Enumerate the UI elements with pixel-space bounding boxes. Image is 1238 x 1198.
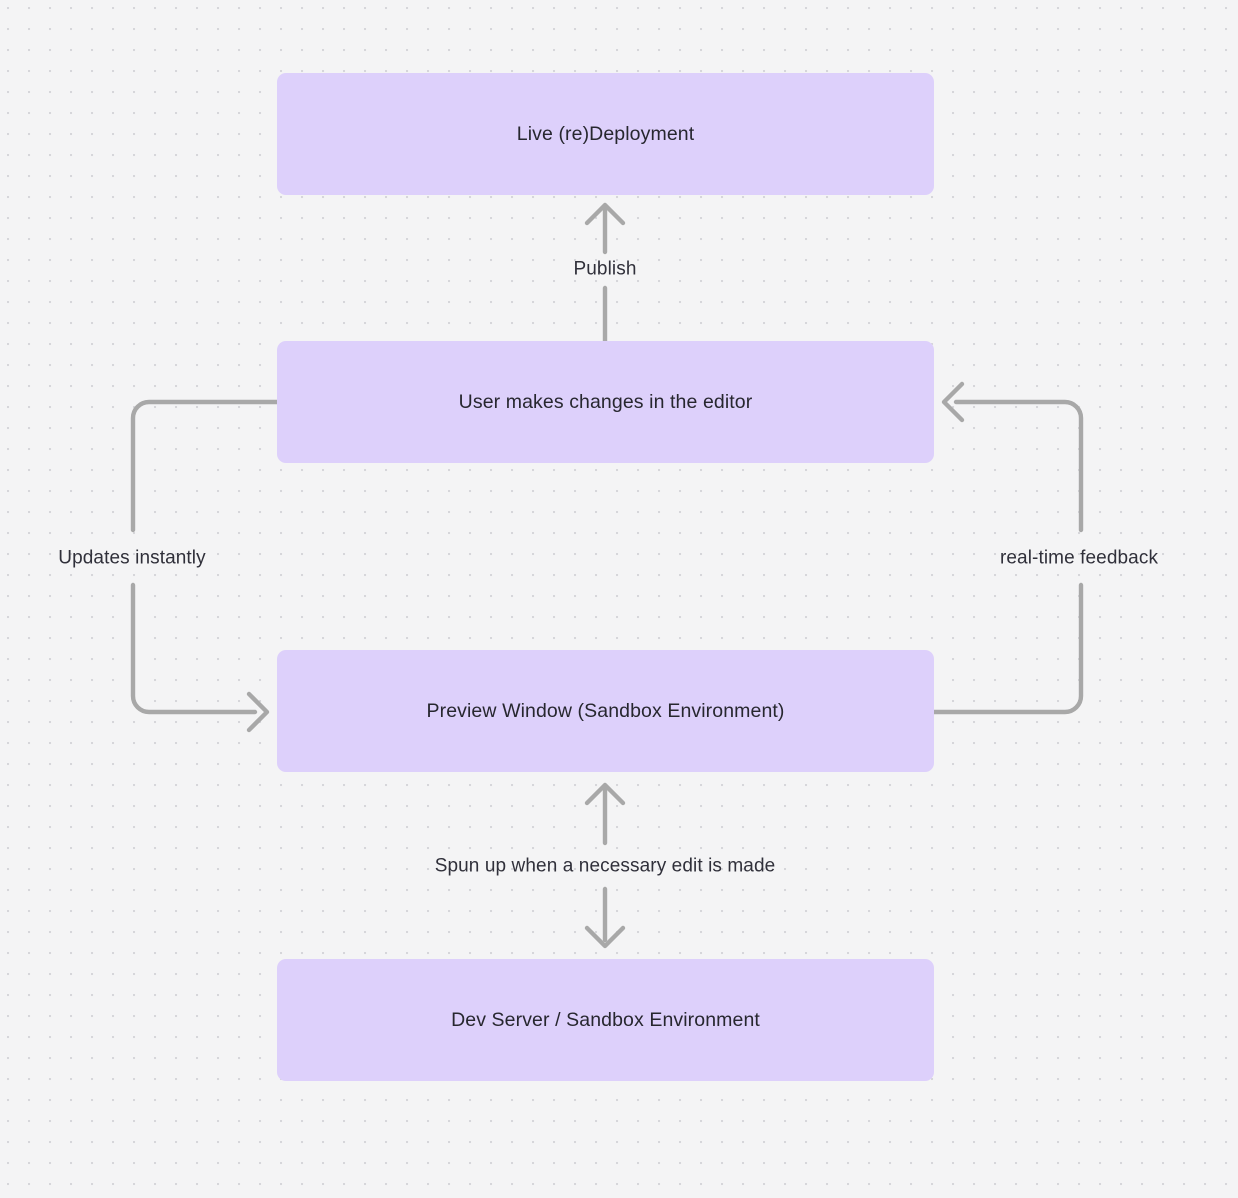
node-dev-server[interactable]: Dev Server / Sandbox Environment [277,959,934,1081]
node-live-deployment[interactable]: Live (re)Deployment [277,73,934,195]
edge-label-spun-up: Spun up when a necessary edit is made [434,855,776,877]
edge-label-real-time-feedback: real-time feedback [999,547,1159,569]
edge-label-updates-instantly: Updates instantly [58,547,206,569]
arrowhead-right-updates [246,691,270,733]
node-label: Dev Server / Sandbox Environment [451,1008,760,1031]
node-preview-window[interactable]: Preview Window (Sandbox Environment) [277,650,934,772]
node-label: Preview Window (Sandbox Environment) [426,699,785,722]
arrowhead-left-feedback [941,381,965,423]
arrowhead-up-publish [584,202,626,226]
node-label: User makes changes in the editor [458,390,753,413]
arrowhead-up-spun [584,782,626,806]
node-label: Live (re)Deployment [516,122,695,145]
node-user-edits[interactable]: User makes changes in the editor [277,341,934,463]
edge-label-publish: Publish [573,258,637,280]
arrowhead-down-spun [584,925,626,949]
